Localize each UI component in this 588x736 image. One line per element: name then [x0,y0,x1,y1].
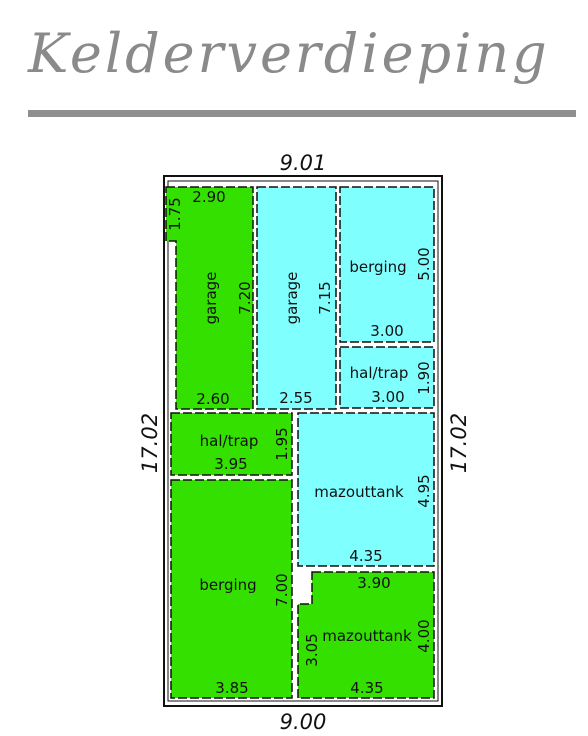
room-width: 3.00 [371,388,404,406]
room-berging-top-area [339,186,435,343]
room-mazouttank-top-area [297,412,435,567]
room-berging-top[interactable]: berging 5.00 3.00 [339,186,435,343]
room-name: garage [283,272,301,325]
room-hal-trap-right-area [339,346,435,409]
room-side: 3.05 [303,633,321,666]
room-width: 3.95 [214,455,247,473]
dimension-bottom: 9.00 [280,710,327,734]
room-hal-trap-left[interactable]: hal/trap 1.95 3.95 [170,412,293,476]
inner-wall [167,180,439,702]
room-top-width: 3.90 [357,574,390,592]
room-length: 4.00 [415,619,433,652]
room-garage-right[interactable]: garage 7.15 2.55 [256,186,337,410]
room-length: 7.20 [236,281,254,314]
room-top-width: 2.90 [192,188,225,206]
room-notch: 1.75 [166,197,184,230]
room-hal-trap-left-area [170,412,293,476]
room-mazouttank-bottom-area [297,571,435,699]
outer-wall [163,175,443,707]
room-hal-trap-right[interactable]: hal/trap 1.90 3.00 [339,346,435,409]
room-name: mazouttank [314,483,404,501]
room-berging-bottom-area [170,479,293,699]
room-name: garage [202,272,220,325]
room-mazouttank-bottom[interactable]: mazouttank 4.00 4.35 3.90 3.05 [297,571,435,699]
room-mazouttank-top[interactable]: mazouttank 4.95 4.35 [297,412,435,567]
room-garage-left-area [165,186,254,410]
dimension-right: 17.02 [447,413,471,473]
room-name: mazouttank [322,627,412,645]
room-length: 1.90 [415,361,433,394]
room-berging-bottom[interactable]: berging 7.00 3.85 [170,479,293,699]
room-name: berging [349,258,406,276]
title-underline [28,110,576,117]
room-name: hal/trap [200,432,259,450]
page-title: Kelderverdieping [28,22,550,85]
room-length: 7.00 [273,573,291,606]
room-length: 7.15 [316,281,334,314]
room-garage-right-area [256,186,337,410]
room-length: 1.95 [273,427,291,460]
room-width: 3.00 [370,322,403,340]
room-width: 3.85 [215,679,248,697]
dimension-left: 17.02 [138,413,162,473]
room-name: berging [199,576,256,594]
room-garage-left[interactable]: garage 7.20 2.60 2.90 1.75 [165,186,254,410]
room-width: 4.35 [350,679,383,697]
room-width: 4.35 [349,547,382,565]
room-length: 5.00 [415,247,433,280]
room-width: 2.60 [196,390,229,408]
room-name: hal/trap [350,364,409,382]
room-length: 4.95 [415,474,433,507]
dimension-top: 9.01 [280,151,327,175]
room-width: 2.55 [279,389,312,407]
